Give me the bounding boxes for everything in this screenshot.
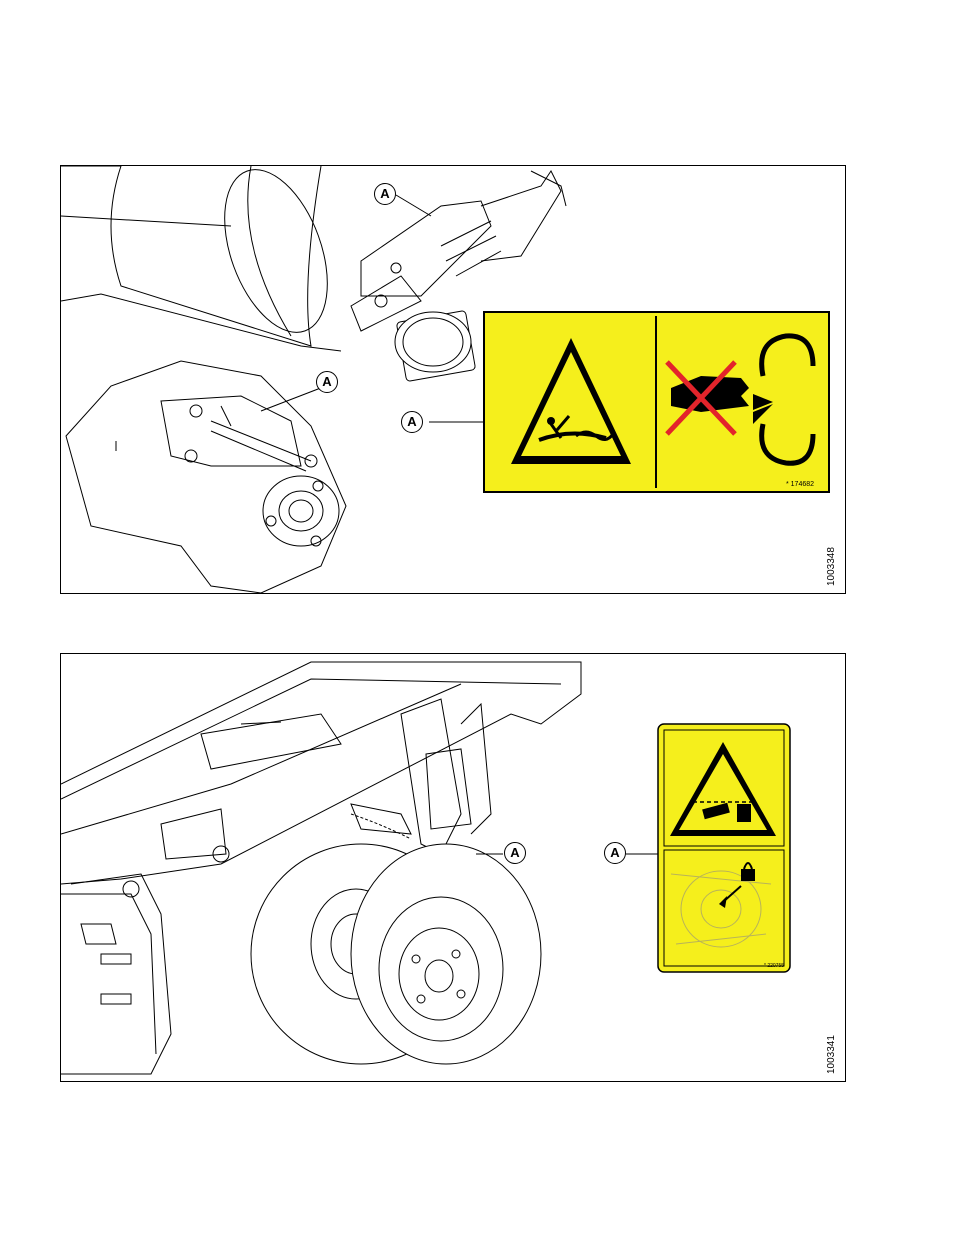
frame-line-drawing xyxy=(61,654,845,1081)
callout-a-bracket: A xyxy=(504,842,526,864)
auger-line-drawing xyxy=(61,166,845,593)
decal-220755 xyxy=(658,724,790,972)
callout-a-decal: A xyxy=(401,411,423,433)
callout-a-decal: A xyxy=(604,842,626,864)
figure-auger-decals: A A A * 174682 1003348 xyxy=(60,165,846,594)
decal-part-number: * 220755 xyxy=(764,963,784,969)
figure-number: 1003341 xyxy=(826,1035,837,1074)
callout-a-upper: A xyxy=(374,183,396,205)
callout-a-lower: A xyxy=(316,371,338,393)
figure-wheel-decals: A A * 220755 1003341 xyxy=(60,653,846,1082)
decal-174682 xyxy=(484,312,829,492)
figure-number: 1003348 xyxy=(826,547,837,586)
decal-part-number: * 174682 xyxy=(786,481,814,488)
